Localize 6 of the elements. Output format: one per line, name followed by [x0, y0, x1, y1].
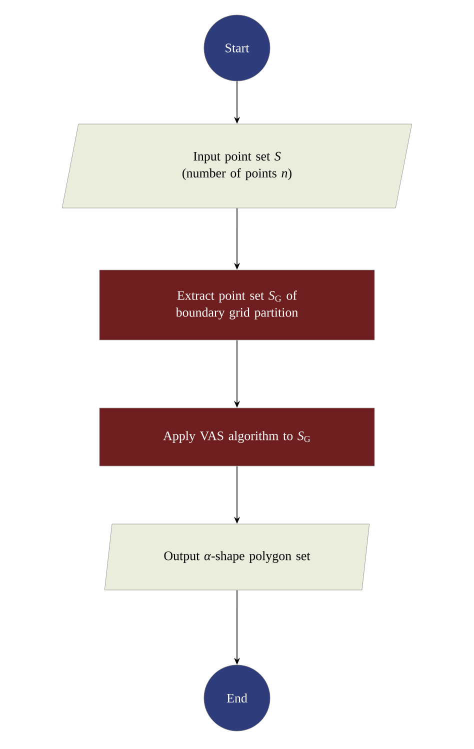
process-box: Extract point set S$_{G}$ of boundary grid partition: [99, 270, 375, 340]
circle-node: End: [204, 664, 270, 732]
process-box: Apply VAS algorithm to S$_{G}$: [99, 408, 375, 466]
input-output-parallelogram: Input point set S (number of points n): [62, 124, 412, 208]
input-output-parallelogram: Output α-shape polygon set: [104, 524, 370, 590]
circle-node: Start: [204, 14, 270, 82]
